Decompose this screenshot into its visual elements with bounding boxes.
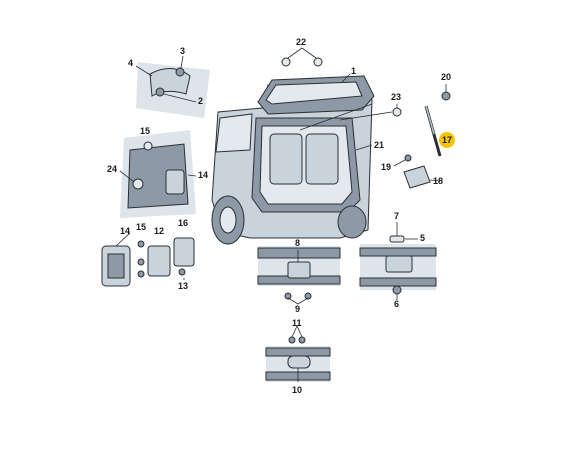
bracket-8 [287,261,311,279]
striker-5 [385,255,413,273]
label-11: 11 [292,318,302,328]
clip-22a [281,57,291,67]
label-13: 13 [178,281,188,291]
side-window [215,113,253,153]
label-10: 10 [292,385,302,395]
bolt-11a [288,336,296,344]
bolt-2 [155,87,165,97]
latch-12 [147,245,171,277]
bolt-20 [441,91,451,101]
bolt-15c [137,258,145,266]
lock-parts-detail [101,232,195,287]
handle-detail [265,325,331,382]
cover-16 [173,237,195,267]
highlight-17 [439,132,455,148]
part-labels: 1 2 3 4 5 6 7 8 9 10 11 12 13 14 14 15 1… [107,37,452,395]
striker-detail [359,222,437,300]
label-8: 8 [295,238,300,248]
label-9: 9 [295,304,300,314]
label-22: 22 [296,37,306,47]
strut-line [299,103,373,131]
lock-housing-detail [119,130,197,218]
bolt-15 [143,141,153,151]
bolt-15d [137,270,145,278]
tailgate-glass [265,81,363,105]
striker-bottom-strip [359,277,437,287]
label-21: 21 [374,140,384,150]
label-15-lower: 15 [136,222,146,232]
label-18: 18 [433,176,443,186]
label-20: 20 [441,72,451,82]
bolt-19 [404,154,412,162]
bolt-24 [132,178,144,190]
label-23: 23 [391,92,401,102]
bolt-13 [178,268,186,276]
rear-seat-right [305,133,339,185]
label-17: 17 [442,135,452,145]
bolt-9b [304,292,312,300]
bolt-15b [137,240,145,248]
bumper-bracket-detail [257,246,341,305]
plug-6 [392,285,402,295]
bolt-9a [284,292,292,300]
car-rear-illustration [211,75,393,245]
lock-14-inner [107,253,125,279]
bolt-3 [175,67,185,77]
label-1: 1 [351,66,356,76]
clip-22b [313,57,323,67]
rear-seat-left [269,133,303,185]
hub-left [219,206,237,234]
small-parts [281,47,451,189]
label-5: 5 [420,233,425,243]
striker-top-strip [359,247,437,257]
label-24: 24 [107,164,117,174]
cable-line [339,111,393,121]
lock-unit-14 [165,169,185,195]
bumper-top-strip [257,247,341,259]
clip-23 [392,107,402,117]
label-14-upper: 14 [198,170,208,180]
label-15-upper: 15 [140,126,150,136]
bolt-7 [389,235,405,243]
label-6: 6 [394,299,399,309]
bolt-11b [298,336,306,344]
label-2: 2 [198,96,203,106]
label-19: 19 [381,162,391,172]
handle-top-strip [265,347,331,357]
label-16: 16 [178,218,188,228]
handle-10 [287,355,311,369]
label-3: 3 [180,46,185,56]
label-4: 4 [128,58,133,68]
hinge-detail [135,55,210,118]
wheel-right [337,205,367,239]
label-14-lower: 14 [120,226,130,236]
label-7: 7 [394,211,399,221]
bracket-18 [403,165,431,189]
label-12: 12 [154,226,164,236]
